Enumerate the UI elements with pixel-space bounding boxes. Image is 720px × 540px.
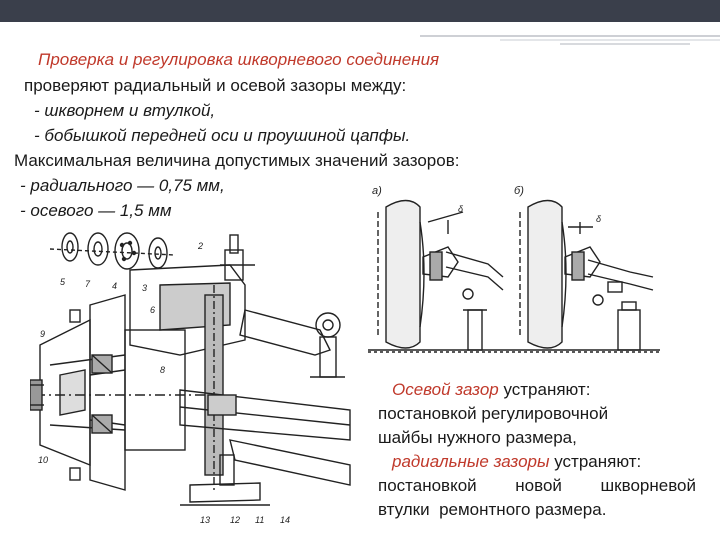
svg-text:5: 5 (60, 277, 66, 287)
svg-text:δ: δ (458, 204, 464, 214)
radial-gap-value: - радиального — 0,75 мм, (20, 176, 225, 195)
radial-gap-action: устраняют: (549, 452, 642, 471)
gap-measurement-drawing: а) б) δ δ (368, 185, 660, 353)
figure-label-a: а) (372, 185, 382, 197)
radial-word-3: шкворневой (600, 476, 696, 495)
top-decor-lines (420, 35, 720, 45)
radial-gap-term: радиальные зазоры (392, 452, 550, 471)
axial-gap-line-3: шайбы нужного размера, (378, 428, 577, 447)
svg-text:4: 4 (112, 281, 117, 291)
bullet-boss-lug: - бобышкой передней оси и проушиной цапф… (34, 126, 411, 145)
svg-text:12: 12 (230, 515, 240, 525)
axial-gap-action: устраняют: (498, 380, 591, 399)
svg-text:8: 8 (160, 365, 165, 375)
axial-gap-line-2: постановкой регулировочной (378, 404, 609, 423)
figure-label-b: б) (514, 185, 524, 197)
axial-gap-value: - осевого — 1,5 мм (20, 201, 172, 220)
kingpin-assembly-drawing: 5 7 4 3 6 2 8 9 10 13 12 11 14 (30, 232, 351, 525)
intro-text: проверяют радиальный и осевой зазоры меж… (24, 76, 407, 95)
svg-text:3: 3 (142, 283, 147, 293)
axial-gap-line-1: Осевой зазор устраняют: (392, 378, 590, 402)
radial-gap-line-2: постановкой новой шкворневой (378, 474, 696, 498)
slide-title: Проверка и регулировка шкворневого соеди… (38, 50, 440, 69)
svg-text:6: 6 (150, 305, 155, 315)
radial-gap-line-3: втулки ремонтного размера. (378, 498, 606, 522)
max-gap-heading: Максимальная величина допустимых значени… (14, 151, 460, 170)
svg-text:9: 9 (40, 329, 45, 339)
axial-gap-term: Осевой зазор (392, 380, 499, 399)
radial-word-2: новой (515, 476, 562, 495)
svg-text:11: 11 (255, 515, 264, 525)
svg-text:10: 10 (38, 455, 48, 465)
svg-text:7: 7 (85, 279, 91, 289)
svg-text:13: 13 (200, 515, 210, 525)
radial-word-1: постановкой (378, 476, 477, 495)
svg-text:14: 14 (280, 515, 290, 525)
bullet-pin-bushing: - шкворнем и втулкой, (34, 101, 216, 120)
radial-gap-line-1: радиальные зазоры устраняют: (392, 450, 641, 474)
svg-text:2: 2 (197, 241, 203, 251)
top-header-bar (0, 0, 720, 22)
svg-text:δ: δ (596, 214, 602, 224)
radial-word-5: ремонтного размера. (439, 500, 607, 519)
radial-word-4: втулки (378, 500, 430, 519)
